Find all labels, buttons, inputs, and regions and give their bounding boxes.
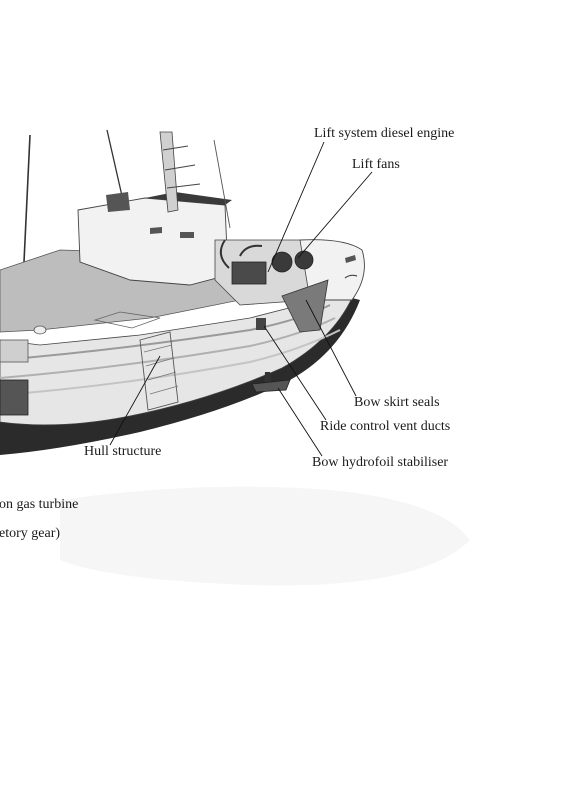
radar-arm-3 <box>166 183 201 189</box>
label-gear-fragment: etory gear) <box>0 526 61 541</box>
label-bow-hydrofoil-stabiliser: Bow hydrofoil stabiliser <box>312 455 449 470</box>
hull-stripe-3 <box>0 329 341 396</box>
deck-grid <box>93 311 161 329</box>
paper-smudge <box>60 486 470 586</box>
vent-duct-shape <box>256 318 266 330</box>
leader-bow-seals <box>305 299 357 397</box>
label-bow-skirt-seals: Bow skirt seals <box>354 395 440 410</box>
label-hull-structure: Hull structure <box>84 444 162 459</box>
radar-arm-2 <box>164 164 196 171</box>
leader-hull <box>109 355 161 446</box>
leader-lift-diesel <box>267 141 325 273</box>
lift-diesel-engine-shape <box>231 261 267 285</box>
hydrofoil-foil <box>251 379 291 393</box>
gas-turbine-housing <box>0 379 29 416</box>
radar-stay <box>213 139 231 229</box>
bow-hatch <box>344 274 358 279</box>
ducting <box>219 239 263 269</box>
lift-fan-2 <box>294 250 314 270</box>
deck-box <box>0 339 29 363</box>
radar-mast <box>159 131 179 213</box>
label-ride-control-vent-ducts: Ride control vent ducts <box>320 419 451 434</box>
label-gas-turbine-fragment: on gas turbine <box>0 497 79 512</box>
funnel <box>106 192 130 212</box>
radar-arm-1 <box>162 145 189 151</box>
bow-window <box>345 255 356 263</box>
bridge-superstructure <box>77 197 229 286</box>
label-lift-fans: Lift fans <box>352 157 400 172</box>
aft-mast <box>106 129 123 197</box>
hull-dark-band <box>0 298 360 455</box>
leader-ride-vent <box>263 325 327 421</box>
bridge-windows <box>150 227 194 238</box>
leader-hydrofoil <box>277 387 323 457</box>
forward-mast <box>23 134 31 263</box>
leader-lift-fans <box>297 171 373 259</box>
hull-frame-ribs <box>143 344 179 395</box>
label-lift-system-diesel-engine: Lift system diesel engine <box>314 126 455 141</box>
hull-frames <box>139 331 179 411</box>
deck-cylinder <box>33 325 47 335</box>
bow-skirt-seal-shape <box>281 279 329 333</box>
